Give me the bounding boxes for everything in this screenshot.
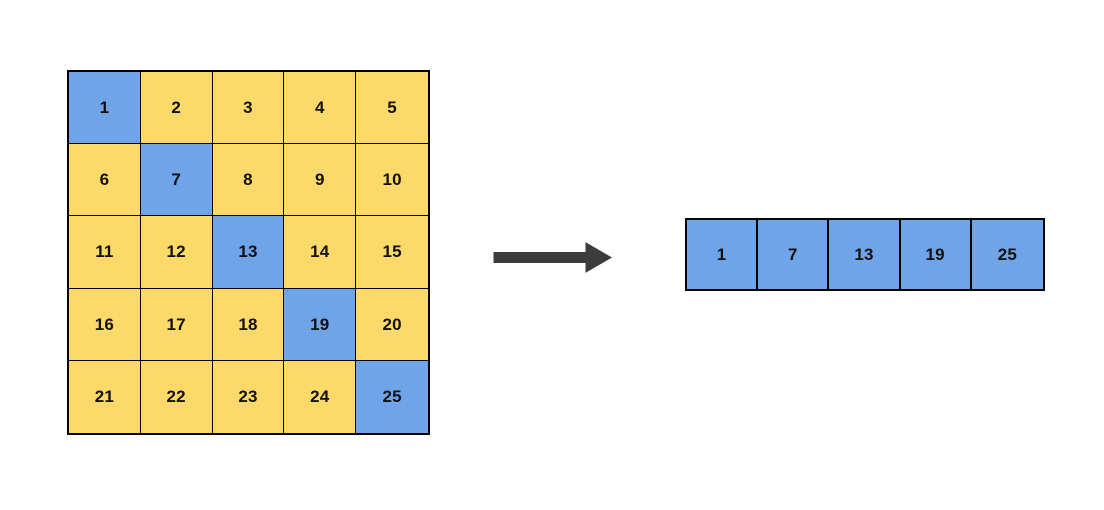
matrix-cell-r4-c3: 18 <box>212 288 285 361</box>
matrix-cell-r3-c4: 14 <box>284 216 357 289</box>
matrix-cell-r2-c2: 7 <box>140 144 213 217</box>
matrix-cell-r1-c2: 2 <box>140 72 213 145</box>
matrix-cell-r1-c1: 1 <box>69 72 141 145</box>
output-array-cell-5: 25 <box>971 220 1043 289</box>
matrix-cell-r4-c4: 19 <box>284 288 357 361</box>
matrix-cell-r3-c3: 13 <box>212 216 285 289</box>
matrix-cell-r1-c3: 3 <box>212 72 285 145</box>
matrix-cell-r5-c3: 23 <box>212 360 285 433</box>
output-array-cell-1: 1 <box>687 220 759 289</box>
matrix-cell-r5-c4: 24 <box>284 360 357 433</box>
matrix-cell-r4-c1: 16 <box>69 288 141 361</box>
matrix-cell-r4-c2: 17 <box>140 288 213 361</box>
matrix-cell-r5-c5: 25 <box>356 360 428 433</box>
matrix-cell-r2-c3: 8 <box>212 144 285 217</box>
matrix-cell-r3-c2: 12 <box>140 216 213 289</box>
matrix-cell-r3-c5: 15 <box>356 216 428 289</box>
output-array-cell-3: 13 <box>829 220 901 289</box>
output-array-cell-2: 7 <box>758 220 830 289</box>
matrix-cell-r2-c1: 6 <box>69 144 141 217</box>
matrix-cell-r2-c5: 10 <box>356 144 428 217</box>
matrix-cell-r3-c1: 11 <box>69 216 141 289</box>
matrix-cell-r5-c2: 22 <box>140 360 213 433</box>
arrow-right-icon <box>493 242 612 273</box>
matrix-cell-r4-c5: 20 <box>356 288 428 361</box>
matrix-cell-r1-c4: 4 <box>284 72 357 145</box>
matrix-cell-r1-c5: 5 <box>356 72 428 145</box>
transform-arrow <box>490 232 615 278</box>
output-array-cell-4: 19 <box>900 220 972 289</box>
matrix-cell-r5-c1: 21 <box>69 360 141 433</box>
matrix-cell-r2-c4: 9 <box>284 144 357 217</box>
